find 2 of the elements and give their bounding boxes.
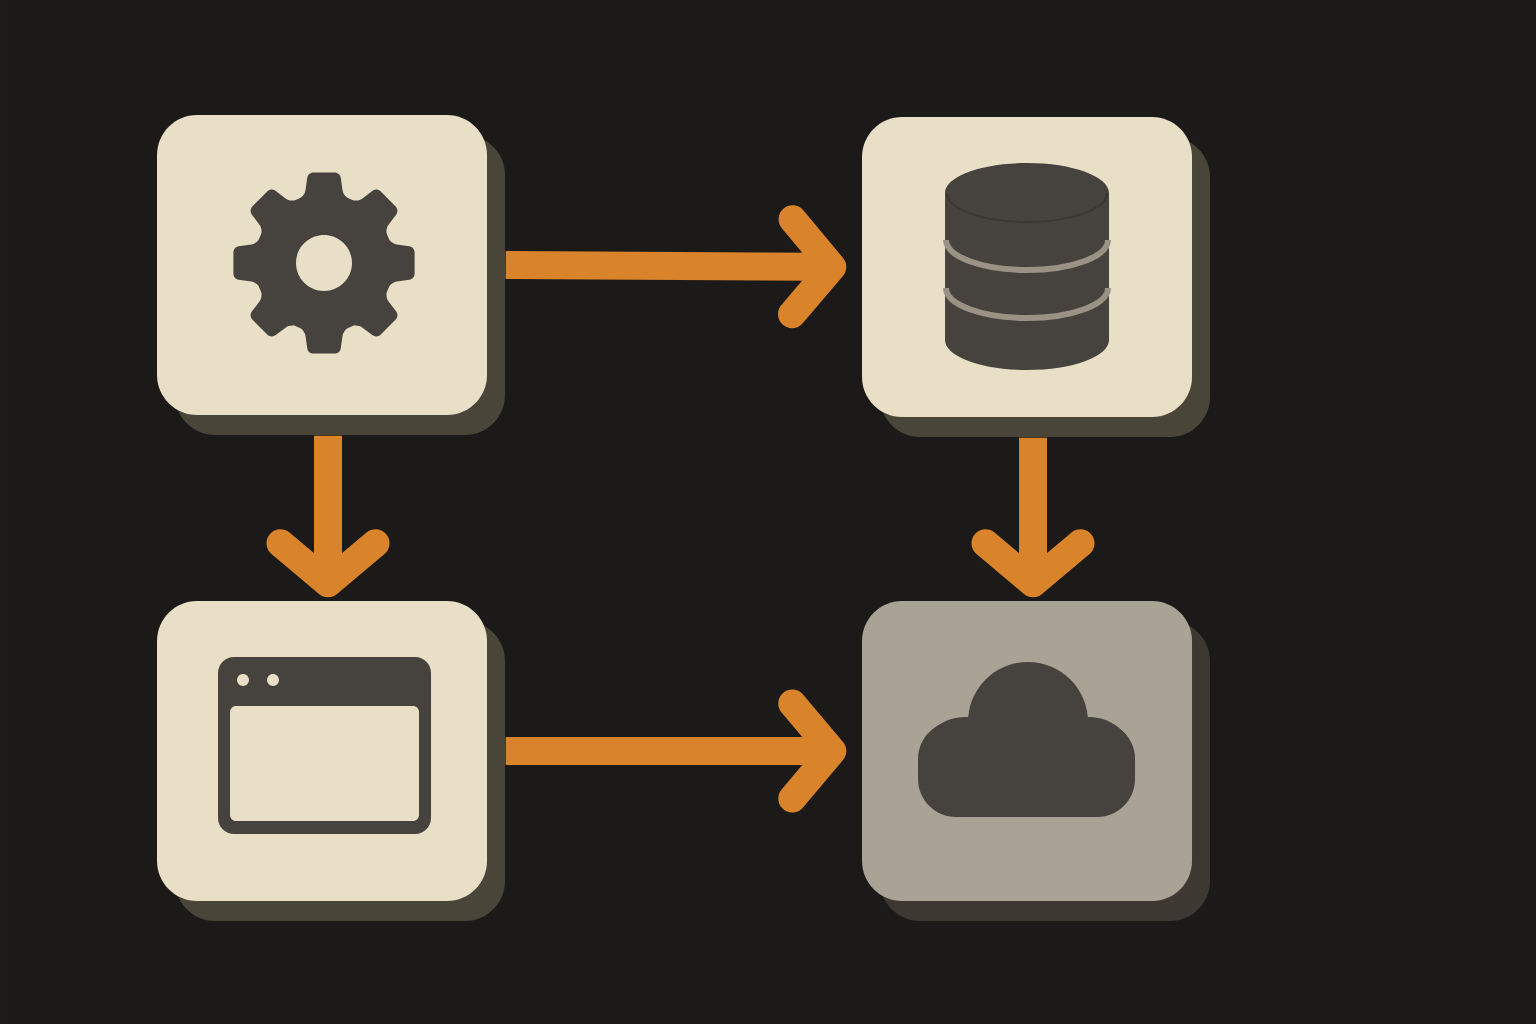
arrow — [505, 205, 847, 329]
arrow — [505, 689, 847, 813]
